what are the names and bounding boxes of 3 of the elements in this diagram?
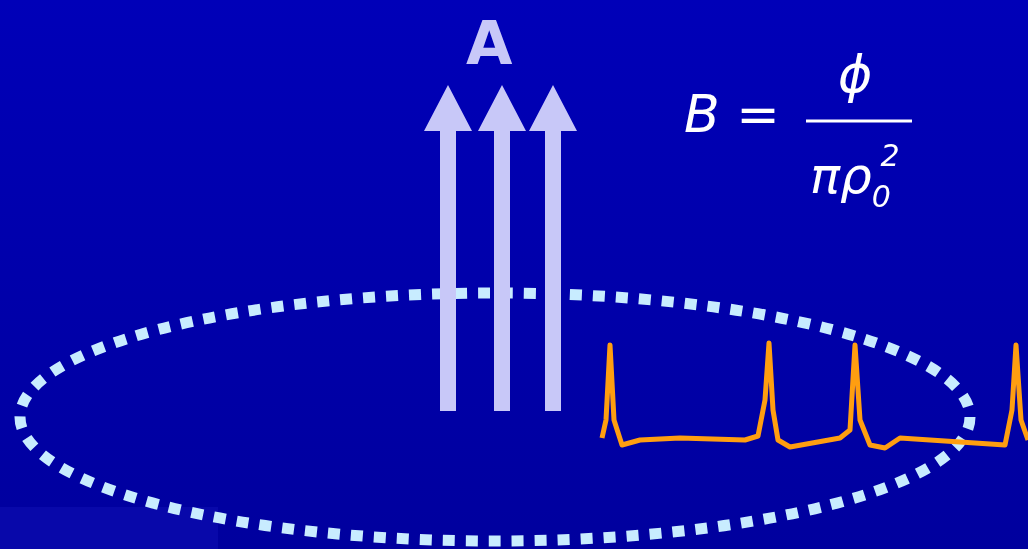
formula-text: B = (684, 84, 780, 144)
formula-numerator: ϕ (838, 44, 873, 104)
arrow-label: A (466, 8, 513, 78)
